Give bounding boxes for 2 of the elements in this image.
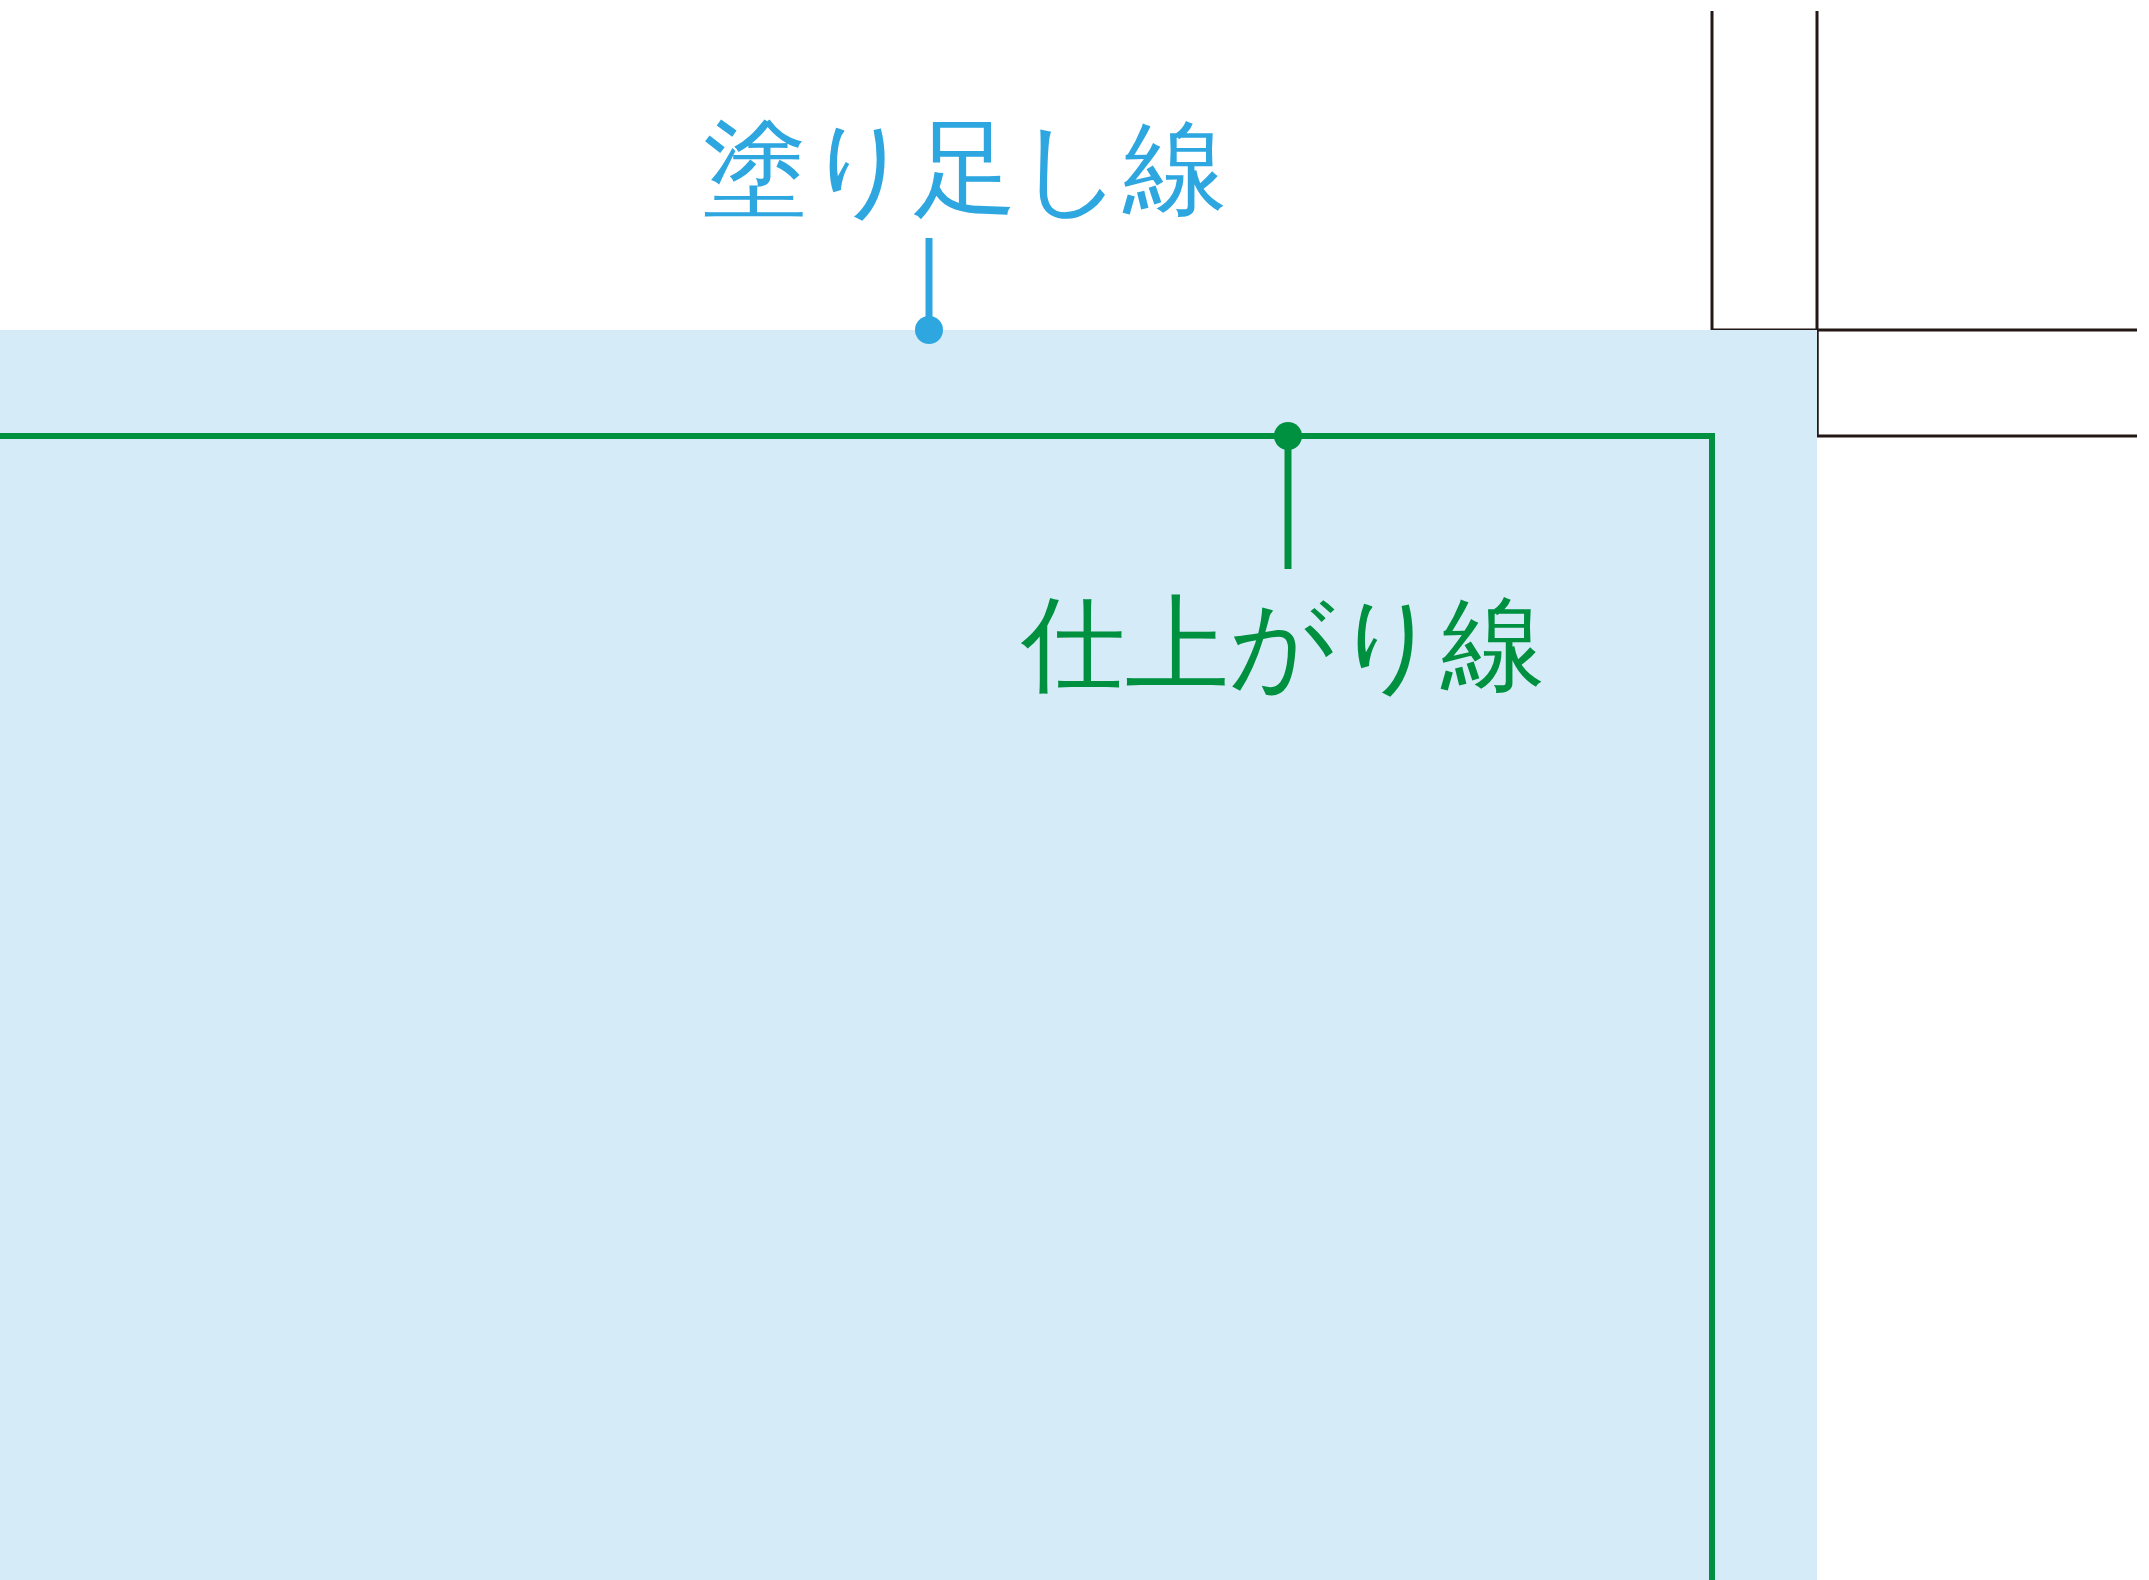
leader-text: 仕上がり線	[1021, 592, 1545, 696]
leader-text: 塗り足し線	[703, 116, 1227, 220]
